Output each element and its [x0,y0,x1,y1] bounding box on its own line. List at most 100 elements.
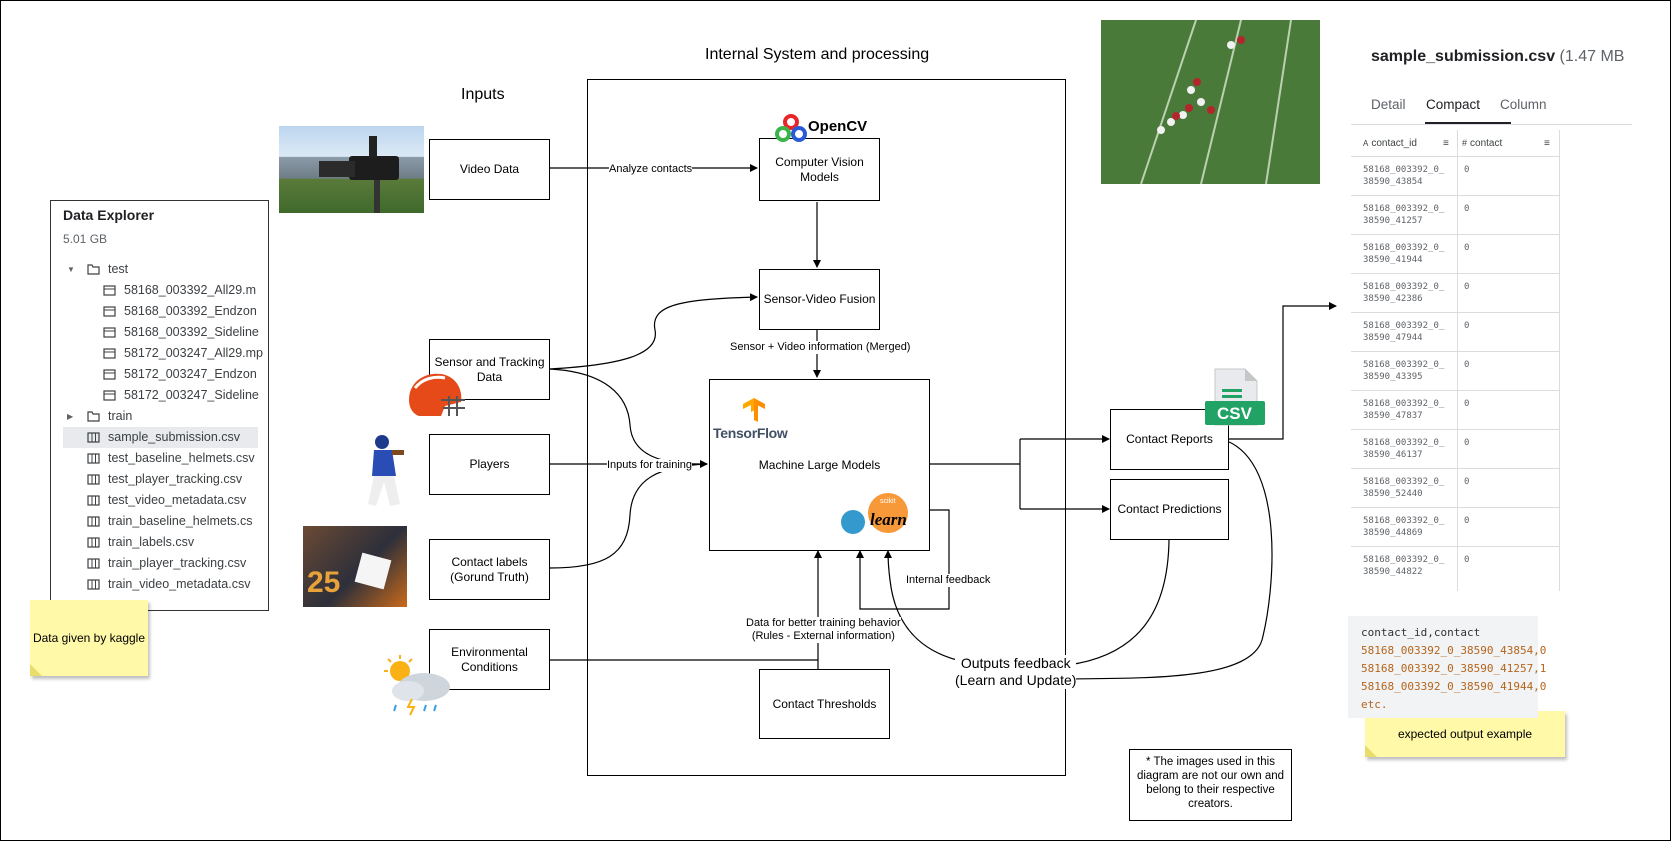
chevron-down-icon: ▼ [67,265,75,274]
label-better-training: Data for better training behavior (Rules… [746,617,901,643]
tree-file[interactable]: 58172_003247_Sideline [51,385,268,406]
tree-file[interactable]: train_labels.csv [51,532,268,553]
cell-contact-id: 58168_003392_0_ 38590_41257 [1363,204,1445,226]
cell-contact: 0 [1464,321,1470,331]
video-file-icon [103,306,116,317]
tree-file-selected[interactable]: sample_submission.csv [63,427,258,448]
expected-output-code: contact_id,contact 58168_003392_0_38590_… [1348,616,1547,718]
cell-contact: 0 [1464,516,1470,526]
tab-detail[interactable]: Detail [1371,97,1406,112]
cell-contact-id: 58168_003392_0_ 38590_47944 [1363,321,1445,343]
tree-file[interactable]: train_video_metadata.csv [51,574,268,595]
tab-compact[interactable]: Compact [1426,97,1481,112]
table-row[interactable]: 58168_003392_0_ 38590_47944 0 [1351,312,1560,351]
label-internal-feedback: Internal feedback [906,574,991,587]
environmental-box: Environmental Conditions [429,629,550,690]
cell-contact-id: 58168_003392_0_ 38590_46137 [1363,438,1445,460]
table-file-icon [87,495,100,506]
tree-label: train_video_metadata.csv [108,577,251,591]
csv-file-icon: CSV [1205,367,1265,429]
sort-icon[interactable]: ≡ [1443,138,1449,149]
tree-label: train [108,409,133,423]
edge-sensor-fusion [549,293,758,370]
tab-column[interactable]: Column [1500,97,1547,112]
table-file-icon [87,516,100,527]
tree-folder-train[interactable]: ▶ train [51,406,268,427]
tree-file[interactable]: test_video_metadata.csv [51,490,268,511]
cell-contact: 0 [1464,555,1470,565]
cv-models-box: Computer Vision Models [759,138,880,201]
sort-icon[interactable]: ≡ [1544,138,1550,149]
number-type-icon: # [1462,138,1468,148]
column-header-label: contact [1470,137,1503,149]
players-box: Players [429,434,550,495]
cell-contact-id: 58168_003392_0_ 38590_42386 [1363,282,1445,304]
edge-sensor-ml [549,368,708,465]
opencv-text: OpenCV [808,118,868,135]
file-preview-panel: sample_submission.csv (1.47 MB Detail Co… [1351,26,1632,591]
tree-label: train_player_tracking.csv [108,556,247,570]
folder-icon [87,264,100,275]
folder-icon [87,411,100,422]
sticky-note-expected: expected output example [1365,711,1565,757]
column-header-contact-id[interactable]: A contact_id ≡ [1363,130,1461,156]
tree-file[interactable]: train_player_tracking.csv [51,553,268,574]
video-file-icon [103,348,116,359]
tree-file[interactable]: 58172_003247_All29.mp [51,343,268,364]
tree-file[interactable]: train_baseline_helmets.cs [51,511,268,532]
contact-labels-box: Contact labels (Gorund Truth) [429,539,550,600]
tree-file[interactable]: test_baseline_helmets.csv [51,448,268,469]
tree-label: test_video_metadata.csv [108,493,247,507]
cell-contact: 0 [1464,438,1470,448]
label-analyze-contacts: Analyze contacts [609,163,693,176]
camera-photo [279,126,424,213]
csv-label: CSV [1217,404,1252,423]
table-row[interactable]: 58168_003392_0_ 38590_41257 0 [1351,195,1560,234]
code-line: 58168_003392_0_38590_41944,0 [1361,680,1547,693]
outputs-feedback-label: Outputs feedback (Learn and Update) [955,655,1077,689]
opencv-rings-icon [775,114,807,142]
video-file-icon [103,390,116,401]
tree-label: test [108,262,129,276]
tree-label: train_labels.csv [108,535,195,549]
file-title: sample_submission.csv (1.47 MB [1371,48,1624,66]
tree-folder-test[interactable]: ▼ test [51,259,268,280]
tree-file[interactable]: 58172_003247_Endzon [51,364,268,385]
sklearn-logo: scikit learn [840,492,920,538]
cell-contact: 0 [1464,360,1470,370]
tree-file[interactable]: 58168_003392_All29.m [51,280,268,301]
table-file-icon [87,474,100,485]
tree-label: train_baseline_helmets.cs [108,514,253,528]
sklearn-small-text: scikit [880,498,896,505]
sticky-note-kaggle: Data given by kaggle [30,600,148,676]
machine-models-label: Machine Large Models [758,457,881,472]
edge-predictions-feedback [1067,539,1170,666]
code-line: 58168_003392_0_38590_41257,1 [1361,662,1547,675]
tree-file[interactable]: 58168_003392_Sideline [51,322,268,343]
cell-contact: 0 [1464,399,1470,409]
label-merged: Sensor + Video information (Merged) [730,341,911,354]
cell-contact: 0 [1464,204,1470,214]
label-inputs-training: Inputs for training [607,459,692,472]
column-header-contact[interactable]: # contact ≡ [1462,130,1562,156]
tensorflow-logo: TensorFlow [713,398,803,442]
coach-photo: 25 [303,526,407,607]
tree-file[interactable]: test_player_tracking.csv [51,469,268,490]
tree-file[interactable]: 58168_003392_Endzon [51,301,268,322]
data-explorer-title: Data Explorer [63,207,155,223]
tree-label: 58172_003247_Sideline [124,388,259,402]
table-row[interactable]: 58168_003392_0_ 38590_46137 0 [1351,429,1560,468]
disclaimer-box: * The images used in this diagram are no… [1129,749,1292,821]
table-file-icon [87,579,100,590]
tree-label: 58168_003392_All29.m [124,283,257,297]
video-file-icon [103,285,116,296]
internal-system-container [587,79,1066,776]
